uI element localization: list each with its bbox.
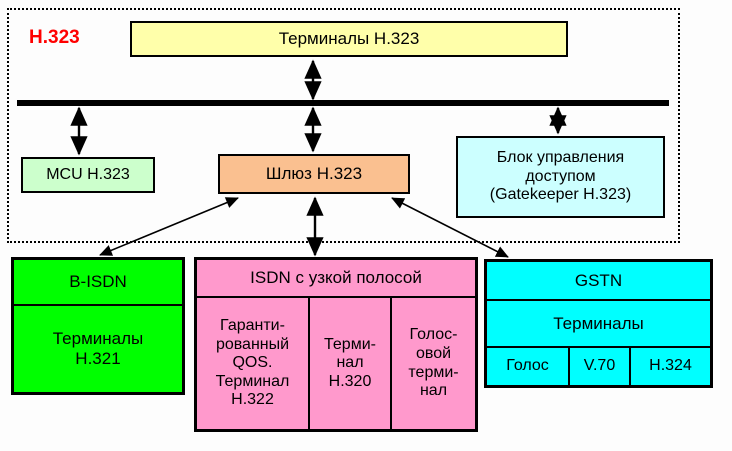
network-gstn-header-cell: GSTN [574,270,623,290]
network-gstn-cell-h324: H.324 [649,357,692,375]
node-gateway-h323[interactable]: Шлюз H.323 [218,154,410,194]
node-gatekeeper-label-line3: (Gatekeeper H.323) [489,186,632,204]
network-b-isdn-header-row: B-ISDN [14,260,182,306]
node-gatekeeper-label: Блок управления доступом (Gatekeeper H.3… [458,149,663,204]
h323-zone-label: H.323 [29,27,80,48]
node-gatekeeper-label-line1: Блок управления [496,149,625,167]
network-bus-line [17,100,669,106]
network-gstn-cell-voice: Голос [487,348,570,385]
network-gstn-subheader-cell: Терминалы [553,313,644,333]
node-terminals-h323-label: Терминалы H.323 [278,29,420,49]
network-gstn-body-row: Голос V.70 H.324 [487,348,710,385]
network-b-isdn-header-cell: B-ISDN [69,272,127,292]
node-terminals-h323[interactable]: Терминалы H.323 [130,21,568,57]
network-isdn-header-row: ISDN с узкой полосой [197,260,475,298]
network-gstn-header-row: GSTN [487,262,710,301]
network-gstn-subheader-row: Терминалы [487,301,710,348]
node-gatekeeper-label-line2: доступом [525,167,596,185]
node-gateway-h323-label: Шлюз H.323 [265,164,363,184]
network-gstn-cell-v70: V.70 [570,348,631,385]
node-mcu-h323[interactable]: MCU H.323 [21,157,155,193]
network-gstn[interactable]: GSTN Терминалы Голос V.70 H.324 [484,259,713,388]
h323-zone-boundary [7,8,680,243]
node-mcu-h323-label: MCU H.323 [46,165,130,183]
node-gatekeeper[interactable]: Блок управления доступом (Gatekeeper H.3… [456,136,665,218]
network-isdn-header-cell: ISDN с узкой полосой [250,268,422,288]
